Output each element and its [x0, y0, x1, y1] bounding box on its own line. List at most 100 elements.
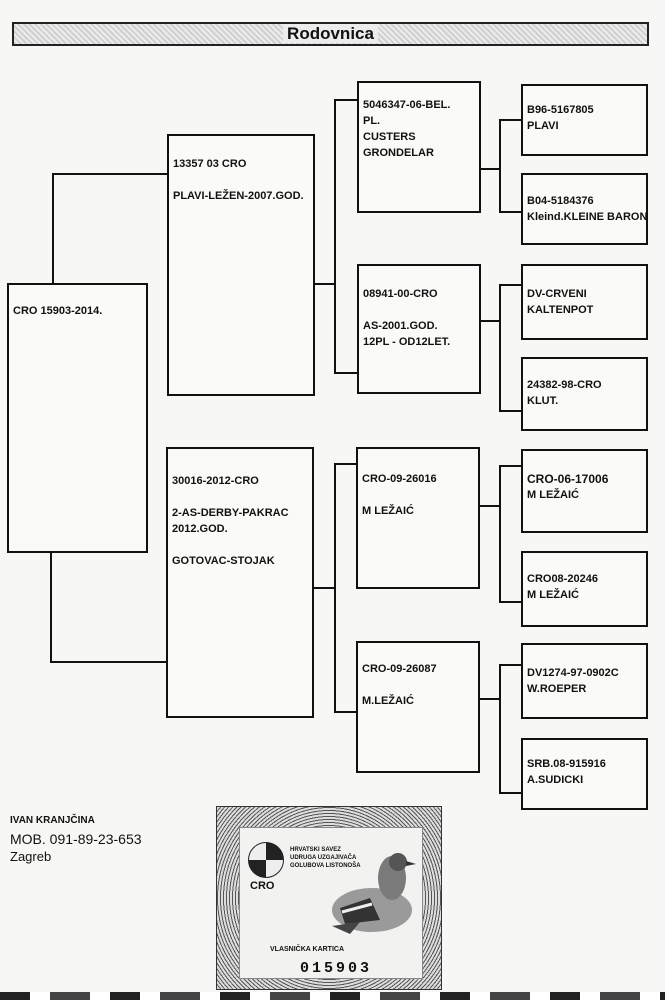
subject-line: CRO 15903-2014.: [13, 305, 103, 317]
sire-dam-line: [363, 302, 475, 318]
dam-sire-line: [362, 487, 474, 503]
connector: [334, 463, 336, 713]
sd-dam-box: 24382-98-CRO KLUT.: [521, 357, 648, 431]
sire-sire-line: GRONDELAR: [363, 147, 434, 159]
connector: [499, 664, 521, 666]
ds-dam-box: CRO08-20246 M LEŽAIĆ: [521, 551, 648, 627]
ds-dam-line: M LEŽAIĆ: [527, 589, 579, 601]
dd-dam-line: A.SUDICKI: [527, 774, 584, 786]
owner-city: Zagreb: [10, 849, 52, 864]
subject-box: CRO 15903-2014.: [7, 283, 148, 553]
sire-line: 13357 03 CRO: [173, 158, 247, 170]
dd-dam-line: SRB.08-915916: [527, 758, 606, 770]
sire-sire-line: PL.: [363, 115, 381, 127]
pigeon-icon: [332, 853, 416, 934]
sire-sire-line: CUSTERS: [363, 131, 416, 143]
owner-phone: MOB. 091-89-23-653: [10, 831, 142, 847]
scan-edge: [0, 992, 665, 1000]
title-bar: Rodovnica: [12, 22, 649, 46]
connector: [334, 372, 358, 374]
sd-sire-line: DV-CRVENI: [527, 288, 587, 300]
dd-dam-box: SRB.08-915916 A.SUDICKI: [521, 738, 648, 810]
connector: [499, 410, 521, 412]
sire-dam-box: 08941-00-CRO AS-2001.GOD. 12PL - OD12LET…: [357, 264, 481, 394]
connector: [499, 792, 521, 794]
dam-sire-box: CRO-09-26016 M LEŽAIĆ: [356, 447, 480, 589]
sd-dam-line: 24382-98-CRO: [527, 379, 602, 391]
connector: [480, 168, 500, 170]
connector: [334, 99, 358, 101]
sire-box: 13357 03 CRO PLAVI-LEŽEN-2007.GOD.: [167, 134, 315, 396]
connector: [52, 173, 54, 284]
federation-logo: [248, 842, 284, 878]
dam-dam-line: CRO-09-26087: [362, 663, 437, 675]
card-country: CRO: [250, 880, 275, 892]
card-org-line: HRVATSKI SAVEZ: [290, 847, 341, 853]
dam-box: 30016-2012-CRO 2-AS-DERBY-PAKRAC 2012.GO…: [166, 447, 314, 718]
dam-line: [172, 489, 308, 505]
dam-dam-box: CRO-09-26087 M.LEŽAIĆ: [356, 641, 480, 773]
connector: [334, 463, 358, 465]
ownership-card: CRO HRVATSKI SAVEZ UDRUGA UZGAJIVAČA GOL…: [216, 806, 442, 990]
dam-dam-line: M.LEŽAIĆ: [362, 695, 414, 707]
dam-dam-line: [362, 677, 474, 693]
sire-sire-line: 5046347-06-BEL.: [363, 99, 451, 111]
sire-sire-box: 5046347-06-BEL. PL. CUSTERS GRONDELAR: [357, 81, 481, 213]
ds-sire-box: CRO-06-17006 M LEŽAIĆ: [521, 449, 648, 533]
card-inner: CRO HRVATSKI SAVEZ UDRUGA UZGAJIVAČA GOL…: [239, 827, 423, 979]
dd-sire-line: DV1274-97-0902C: [527, 667, 619, 679]
sd-sire-line: KALTENPOT: [527, 304, 594, 316]
dam-line: GOTOVAC-STOJAK: [172, 555, 275, 567]
connector: [334, 711, 358, 713]
connector: [334, 99, 336, 373]
connector: [499, 465, 501, 602]
connector: [480, 698, 500, 700]
connector: [480, 505, 500, 507]
connector: [499, 465, 521, 467]
sd-dam-line: KLUT.: [527, 395, 559, 407]
dam-line: [172, 537, 308, 553]
card-org-line: GOLUBOVA LISTONOŠA: [290, 863, 361, 869]
sd-sire-box: DV-CRVENI KALTENPOT: [521, 264, 648, 340]
connector: [50, 661, 167, 663]
connector: [499, 284, 521, 286]
ds-sire-line: M LEŽAIĆ: [527, 489, 579, 501]
dd-sire-box: DV1274-97-0902C W.ROEPER: [521, 643, 648, 719]
dam-line: 2012.GOD.: [172, 523, 228, 535]
connector: [499, 601, 521, 603]
ds-sire-line: CRO-06-17006: [527, 472, 609, 486]
ss-sire-box: B96-5167805 PLAVI: [521, 84, 648, 156]
ds-dam-line: CRO08-20246: [527, 573, 598, 585]
card-number: 015903: [300, 960, 373, 977]
ss-dam-line: B04-5184376: [527, 195, 594, 207]
card-organization: HRVATSKI SAVEZ UDRUGA UZGAJIVAČA GOLUBOV…: [290, 846, 361, 870]
sire-line: PLAVI-LEŽEN-2007.GOD.: [173, 190, 304, 202]
connector: [499, 119, 501, 212]
connector: [50, 551, 52, 663]
connector: [499, 211, 521, 213]
sire-dam-line: AS-2001.GOD.: [363, 320, 438, 332]
sire-dam-line: 08941-00-CRO: [363, 288, 438, 300]
page-title: Rodovnica: [283, 24, 378, 43]
dd-sire-line: W.ROEPER: [527, 683, 587, 695]
connector: [480, 320, 500, 322]
connector: [313, 587, 335, 589]
ss-dam-box: B04-5184376 Kleind.KLEINE BARON: [521, 173, 648, 245]
owner-contact: IVAN KRANJČINA MOB. 091-89-23-653 Zagreb: [10, 812, 142, 866]
dam-sire-line: M LEŽAIĆ: [362, 505, 414, 517]
connector: [313, 283, 335, 285]
sire-line: [173, 172, 309, 188]
dam-sire-line: CRO-09-26016: [362, 473, 437, 485]
connector: [499, 664, 501, 793]
dam-line: 2-AS-DERBY-PAKRAC: [172, 507, 289, 519]
ss-sire-line: B96-5167805: [527, 104, 594, 116]
dam-line: 30016-2012-CRO: [172, 475, 259, 487]
ss-dam-line: Kleind.KLEINE BARON: [527, 211, 648, 223]
connector: [499, 119, 521, 121]
connector: [499, 284, 501, 411]
card-title: VLASNIČKA KARTICA: [270, 946, 345, 953]
ss-sire-line: PLAVI: [527, 120, 559, 132]
card-org-line: UDRUGA UZGAJIVAČA: [290, 855, 357, 861]
sire-dam-line: 12PL - OD12LET.: [363, 336, 451, 348]
connector: [52, 173, 169, 175]
